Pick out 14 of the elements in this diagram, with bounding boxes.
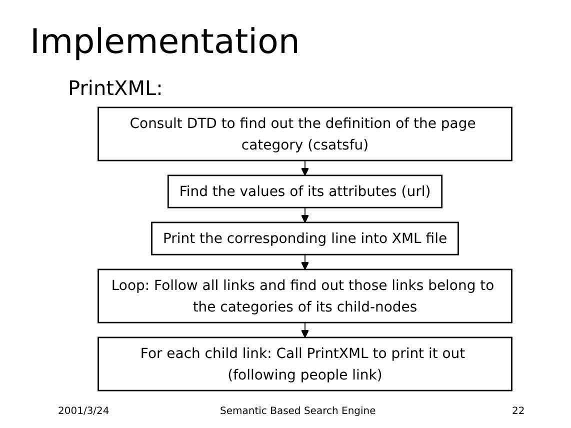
- arrow: [300, 160, 310, 176]
- node-box: For each child link: Call PrintXML to print it out (following people link): [98, 336, 512, 392]
- arrow: [300, 254, 310, 270]
- slide-title: Implementation: [30, 22, 300, 62]
- section-heading: PrintXML:: [68, 76, 163, 100]
- footer-text: Semantic Based Search Engine: [220, 406, 376, 417]
- page-number: 22: [512, 406, 525, 417]
- date-text: 2001/3/24: [58, 406, 110, 417]
- arrow: [300, 322, 310, 338]
- arrow: [300, 207, 310, 223]
- node-box: Print the corresponding line into XML file: [151, 222, 459, 256]
- node-box: Find the values of its attributes (url): [167, 174, 443, 208]
- node-box: Consult DTD to find out the definition of the page category (csatsfu): [98, 106, 512, 162]
- node-box: Loop: Follow all links and find out those links belong to the categories of its child-nodes: [98, 268, 512, 324]
